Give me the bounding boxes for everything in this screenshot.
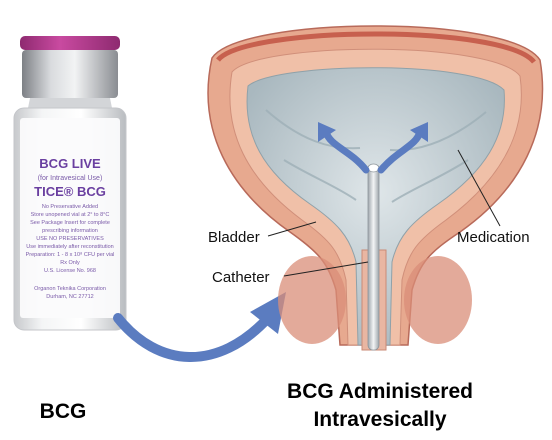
- vial-fine-print-9: U.S. License No. 968: [44, 268, 96, 274]
- vial-fine-print-8: Rx Only: [60, 260, 80, 266]
- vial-cap: [20, 36, 120, 50]
- vial-title: BCG LIVE: [39, 156, 101, 171]
- bladder-label: Bladder: [208, 229, 260, 246]
- prostate-left-lobe: [278, 256, 346, 344]
- curved-arrow: [118, 292, 286, 357]
- bcg-vial: BCG LIVE (for Intravesical Use) TICE® BC…: [14, 36, 126, 330]
- vial-fine-print-5: USE NO PRESERVATIVES: [36, 236, 104, 242]
- catheter-tip: [368, 164, 379, 172]
- medication-label: Medication: [457, 229, 530, 246]
- vial-fine-print-6: Use immediately after reconstitution: [26, 244, 113, 250]
- prostate-right-lobe: [404, 256, 472, 344]
- catheter-label: Catheter: [212, 269, 270, 286]
- vial-fine-print-4: prescribing information: [42, 228, 98, 234]
- vial-neck: [28, 98, 112, 108]
- caption-administered-line2: Intravesically: [230, 406, 530, 434]
- vial-fine-print-7: Preparation: 1 - 8 x 10⁸ CFU per vial: [26, 251, 115, 258]
- curved-arrow-shaft: [118, 318, 268, 357]
- vial-manufacturer-1: Organon Teknika Corporation: [34, 286, 106, 292]
- vial-subtitle: (for Intravesical Use): [38, 175, 103, 182]
- vial-fine-print-3: See Package Insert for complete: [30, 220, 110, 226]
- caption-bcg: BCG: [8, 398, 118, 426]
- caption-administered-line1: BCG Administered: [230, 378, 530, 406]
- catheter-tube: [368, 168, 379, 350]
- vial-crimp-seal: [22, 50, 118, 98]
- bladder-illustration: [208, 26, 542, 350]
- vial-manufacturer-2: Durham, NC 27712: [46, 294, 93, 300]
- caption-administered: BCG Administered Intravesically: [230, 378, 530, 434]
- vial-brand: TICE® BCG: [34, 184, 106, 199]
- vial-fine-print-2: Store unopened vial at 2° to 8°C: [31, 212, 110, 218]
- vial-fine-print-1: No Preservative Added: [42, 204, 98, 210]
